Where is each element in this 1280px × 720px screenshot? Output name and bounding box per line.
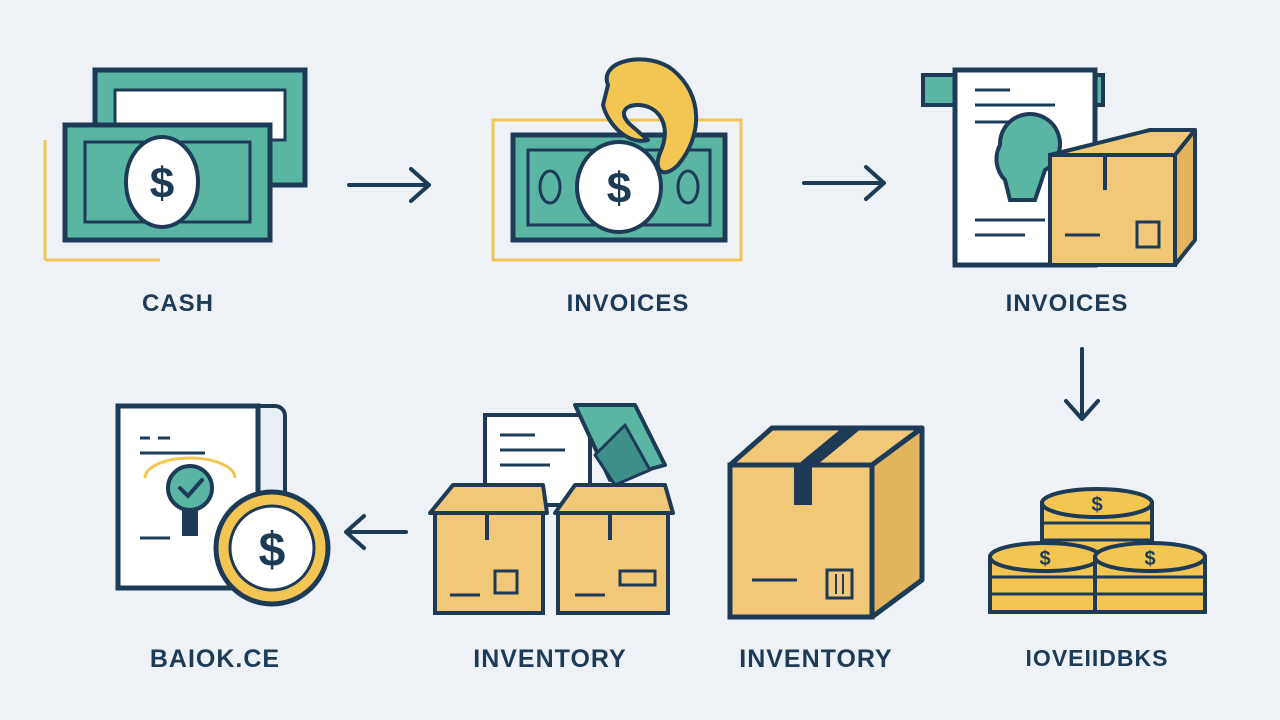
step-label-balance: BAΙΟΚ.CE [149,645,281,673]
step-label-invoices-2: INVOICES [1005,290,1129,317]
svg-text:$: $ [1091,494,1102,516]
step-label-inventory-2: INVENTORY [473,645,627,673]
document-coin-icon: $ [115,403,331,607]
step-label-invoices-1: INVOICES [566,290,690,317]
inventory-node-1 [722,420,932,625]
balance-node: $ [110,398,340,613]
step-label-cash: CASH [141,290,215,317]
coins-node: $ $ $ [980,485,1210,625]
invoices-node-2 [915,50,1205,275]
svg-text:$: $ [607,164,631,213]
arrow-right-icon [345,165,435,205]
svg-text:$: $ [150,159,174,208]
cash-node: $ [40,60,315,265]
arrow-right-icon [800,163,890,203]
coin-stacks-icon: $ $ $ [988,487,1207,614]
cash-bills-icon: $ [43,67,308,262]
inventory-boxes-icon [428,403,675,615]
arrow-left-icon [340,512,410,552]
invoice-bill-icon: $ [491,57,743,262]
svg-text:$: $ [259,524,286,577]
step-label-inventory-1: INVENTORY [739,645,893,673]
invoices-node-1: $ [488,55,753,265]
step-label-coins: IOVEIIDBKS [1025,645,1169,671]
svg-text:$: $ [1144,548,1155,570]
inventory-node-2 [425,395,680,620]
invoice-receipt-box-icon [921,67,1197,268]
svg-text:$: $ [1039,548,1050,570]
inventory-box-icon [727,425,925,620]
arrow-down-icon [1062,345,1102,425]
